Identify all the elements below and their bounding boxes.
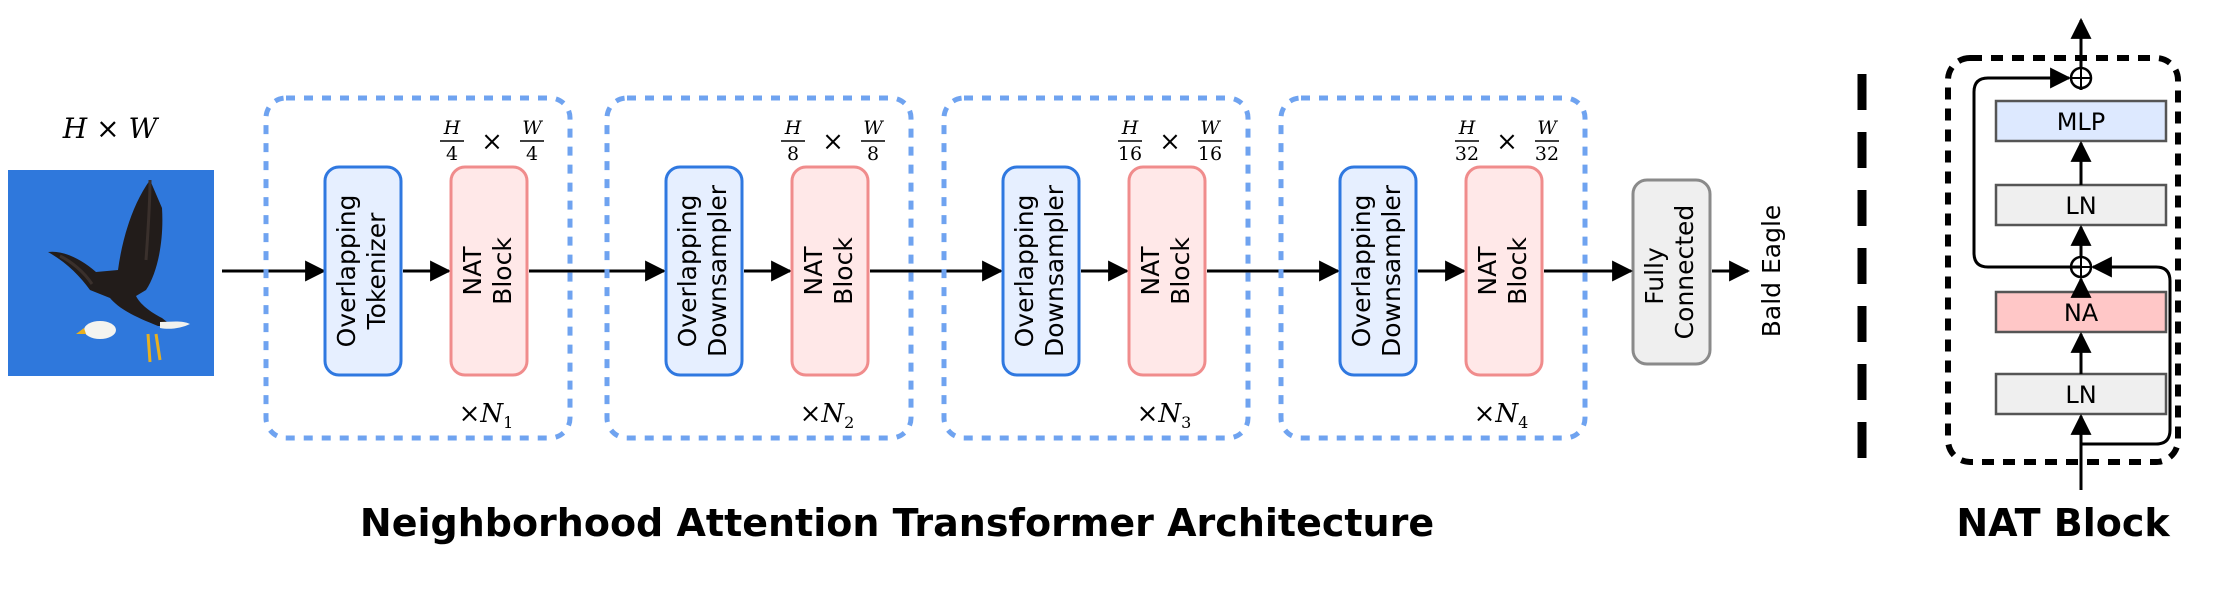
stage-resolution: H 16 × W 16 bbox=[1118, 117, 1222, 165]
output-label: Bald Eagle bbox=[1757, 205, 1786, 338]
mlp-layer bbox=[1994, 99, 2168, 143]
svg-text:H: H bbox=[1121, 117, 1139, 139]
ln-bottom-label: LN bbox=[2065, 381, 2096, 409]
stage-resolution: H 32 × W 32 bbox=[1455, 117, 1559, 165]
residual-add-top-icon bbox=[2069, 66, 2093, 90]
svg-text:×: × bbox=[1159, 127, 1181, 157]
svg-text:W: W bbox=[522, 117, 543, 139]
svg-text:H: H bbox=[784, 117, 802, 139]
stage-nat-block-label: NATBlock bbox=[1136, 237, 1195, 305]
svg-text:16: 16 bbox=[1118, 143, 1142, 165]
svg-text:32: 32 bbox=[1455, 143, 1479, 165]
mlp-label: MLP bbox=[2057, 108, 2106, 136]
svg-text:8: 8 bbox=[867, 143, 879, 165]
stage-resolution: H 4 × W 4 bbox=[440, 117, 544, 165]
nat-block-title: NAT Block bbox=[1956, 501, 2170, 545]
stage-block-a bbox=[1001, 165, 1081, 377]
stage-block-a-label: OverlappingDownsampler bbox=[1347, 184, 1406, 357]
nat-block-detail: MLP LN NA LN bbox=[1945, 17, 2181, 490]
eagle-image bbox=[8, 170, 214, 376]
stage-block-a bbox=[1338, 165, 1418, 377]
stage-repeat-label: ×N2 bbox=[800, 399, 855, 432]
nat-block-frame bbox=[1945, 55, 2181, 465]
stage-block-a bbox=[664, 165, 744, 377]
stage-repeat-label: ×N1 bbox=[459, 399, 514, 432]
svg-text:W: W bbox=[1200, 117, 1221, 139]
stage-frame bbox=[941, 95, 1251, 441]
svg-text:8: 8 bbox=[787, 143, 799, 165]
svg-text:Fully Connected: Fully Connected bbox=[1640, 205, 1699, 340]
svg-text:4: 4 bbox=[446, 143, 458, 165]
svg-text:W: W bbox=[863, 117, 884, 139]
svg-text:4: 4 bbox=[526, 143, 538, 165]
stage-nat-block bbox=[449, 165, 529, 377]
svg-text:×: × bbox=[481, 127, 503, 157]
ln-layer-top bbox=[1994, 183, 2168, 227]
stage-block-a bbox=[323, 165, 403, 377]
stage-block-a-label: OverlappingDownsampler bbox=[1010, 184, 1069, 357]
stage-nat-block-label: NATBlock bbox=[1473, 237, 1532, 305]
ln-top-label: LN bbox=[2065, 192, 2096, 220]
svg-text:×: × bbox=[1496, 127, 1518, 157]
stage-repeat-label: ×N4 bbox=[1474, 399, 1529, 432]
fc-label-line2: Connected bbox=[1670, 205, 1699, 340]
stage-nat-block bbox=[790, 165, 870, 377]
fully-connected-block: Fully Connected bbox=[1631, 178, 1712, 366]
stage-block-a-label: OverlappingTokenizer bbox=[332, 195, 391, 348]
stage-nat-block bbox=[1464, 165, 1544, 377]
main-title: Neighborhood Attention Transformer Archi… bbox=[360, 501, 1434, 545]
input-size-label: H × W bbox=[62, 112, 160, 145]
na-label: NA bbox=[2064, 299, 2099, 327]
stage-resolution: H 8 × W 8 bbox=[781, 117, 885, 165]
svg-text:W: W bbox=[1537, 117, 1558, 139]
stage-nat-block-label: NATBlock bbox=[799, 237, 858, 305]
svg-text:H: H bbox=[443, 117, 461, 139]
stage-frame bbox=[1278, 95, 1588, 441]
stage-nat-block-label: NATBlock bbox=[458, 237, 517, 305]
svg-text:×: × bbox=[822, 127, 844, 157]
svg-text:H: H bbox=[1458, 117, 1476, 139]
stage-frame bbox=[263, 95, 573, 441]
stage-block-a-label: OverlappingDownsampler bbox=[673, 184, 732, 357]
svg-text:16: 16 bbox=[1198, 143, 1222, 165]
stage-repeat-label: ×N3 bbox=[1137, 399, 1192, 432]
stage-frame bbox=[604, 95, 914, 441]
fc-label-line1: Fully bbox=[1640, 247, 1669, 305]
svg-text:32: 32 bbox=[1535, 143, 1559, 165]
stage-nat-block bbox=[1127, 165, 1207, 377]
